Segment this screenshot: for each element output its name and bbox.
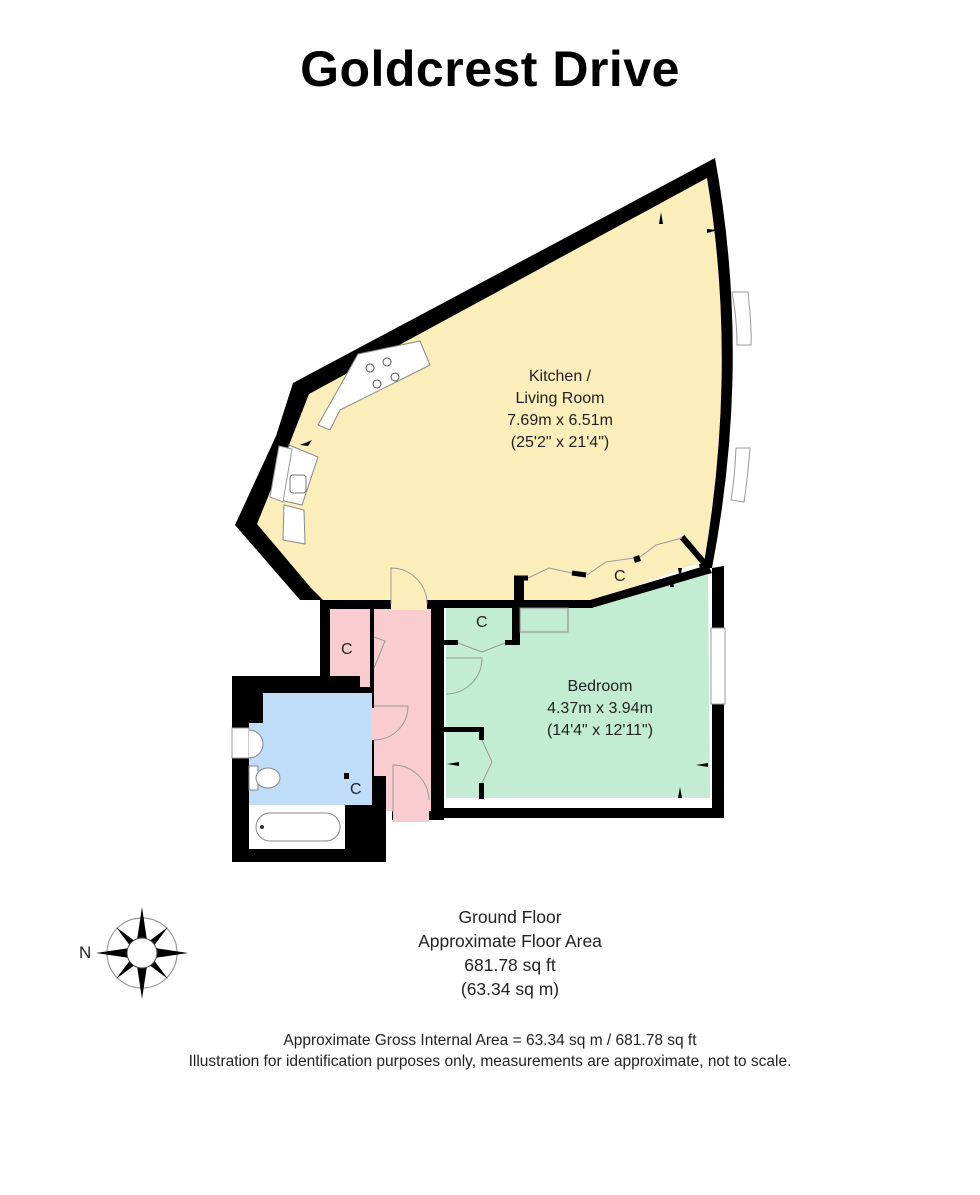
page-title: Goldcrest Drive <box>300 41 680 97</box>
floor-area-sqft: 681.78 sq ft <box>464 955 556 975</box>
kitchen-window-right-lower <box>730 447 751 503</box>
kitchen-cupboard-label: C <box>614 568 626 585</box>
kitchen-dimensions-metric: 7.69m x 6.51m <box>507 412 613 429</box>
kitchen-bedroom-wall <box>430 565 712 608</box>
kitchen-living-floor <box>257 178 722 602</box>
bath-cupboard-floor <box>344 778 371 804</box>
kitchen-window-right-upper <box>731 291 752 346</box>
bathroom-window <box>231 727 250 759</box>
kitchen-counter <box>317 340 431 431</box>
floor-area-label: Approximate Floor Area <box>418 931 602 951</box>
bedroom-cupboard-label: C <box>476 614 488 631</box>
kitchen-window-left <box>269 445 293 503</box>
bedroom-dimensions-metric: 4.37m x 3.94m <box>547 700 653 717</box>
bathroom-cupboard-label: C <box>350 781 362 798</box>
hall-cupboard-floor <box>330 609 370 687</box>
floor-area-summary: Ground Floor Approximate Floor Area 681.… <box>330 905 690 1001</box>
bedroom-name: Bedroom <box>567 678 633 695</box>
kitchen-living-label: Kitchen / Living Room 7.69m x 6.51m (25'… <box>470 366 650 454</box>
kitchen-name-line2: Living Room <box>515 390 605 407</box>
kitchen-name-line1: Kitchen / <box>528 368 592 385</box>
hob-icon <box>365 357 400 389</box>
bedroom-dimensions-imperial: (14'4" x 12'11") <box>546 722 654 739</box>
kitchen-dimensions-imperial: (25'2" x 21'4") <box>510 434 610 451</box>
compass-rose-icon <box>96 907 188 999</box>
entrance-door-opening <box>393 808 429 822</box>
bathtub-icon <box>255 812 341 842</box>
bedroom-window <box>710 627 726 705</box>
floor-area-sqm: (63.34 sq m) <box>460 979 560 999</box>
sink-icon <box>289 474 307 494</box>
basin-icon <box>248 729 264 759</box>
compass-north-label: N <box>79 943 92 962</box>
footer: Approximate Gross Internal Area = 63.34 … <box>0 1030 980 1072</box>
bedroom-label: Bedroom 4.37m x 3.94m (14'4" x 12'11") <box>510 676 690 742</box>
gross-internal-area: Approximate Gross Internal Area = 63.34 … <box>283 1032 697 1049</box>
floor-name: Ground Floor <box>458 907 562 927</box>
hall-cupboard-label: C <box>341 641 353 658</box>
disclaimer: Illustration for identification purposes… <box>188 1053 792 1070</box>
toilet-icon <box>255 767 281 789</box>
